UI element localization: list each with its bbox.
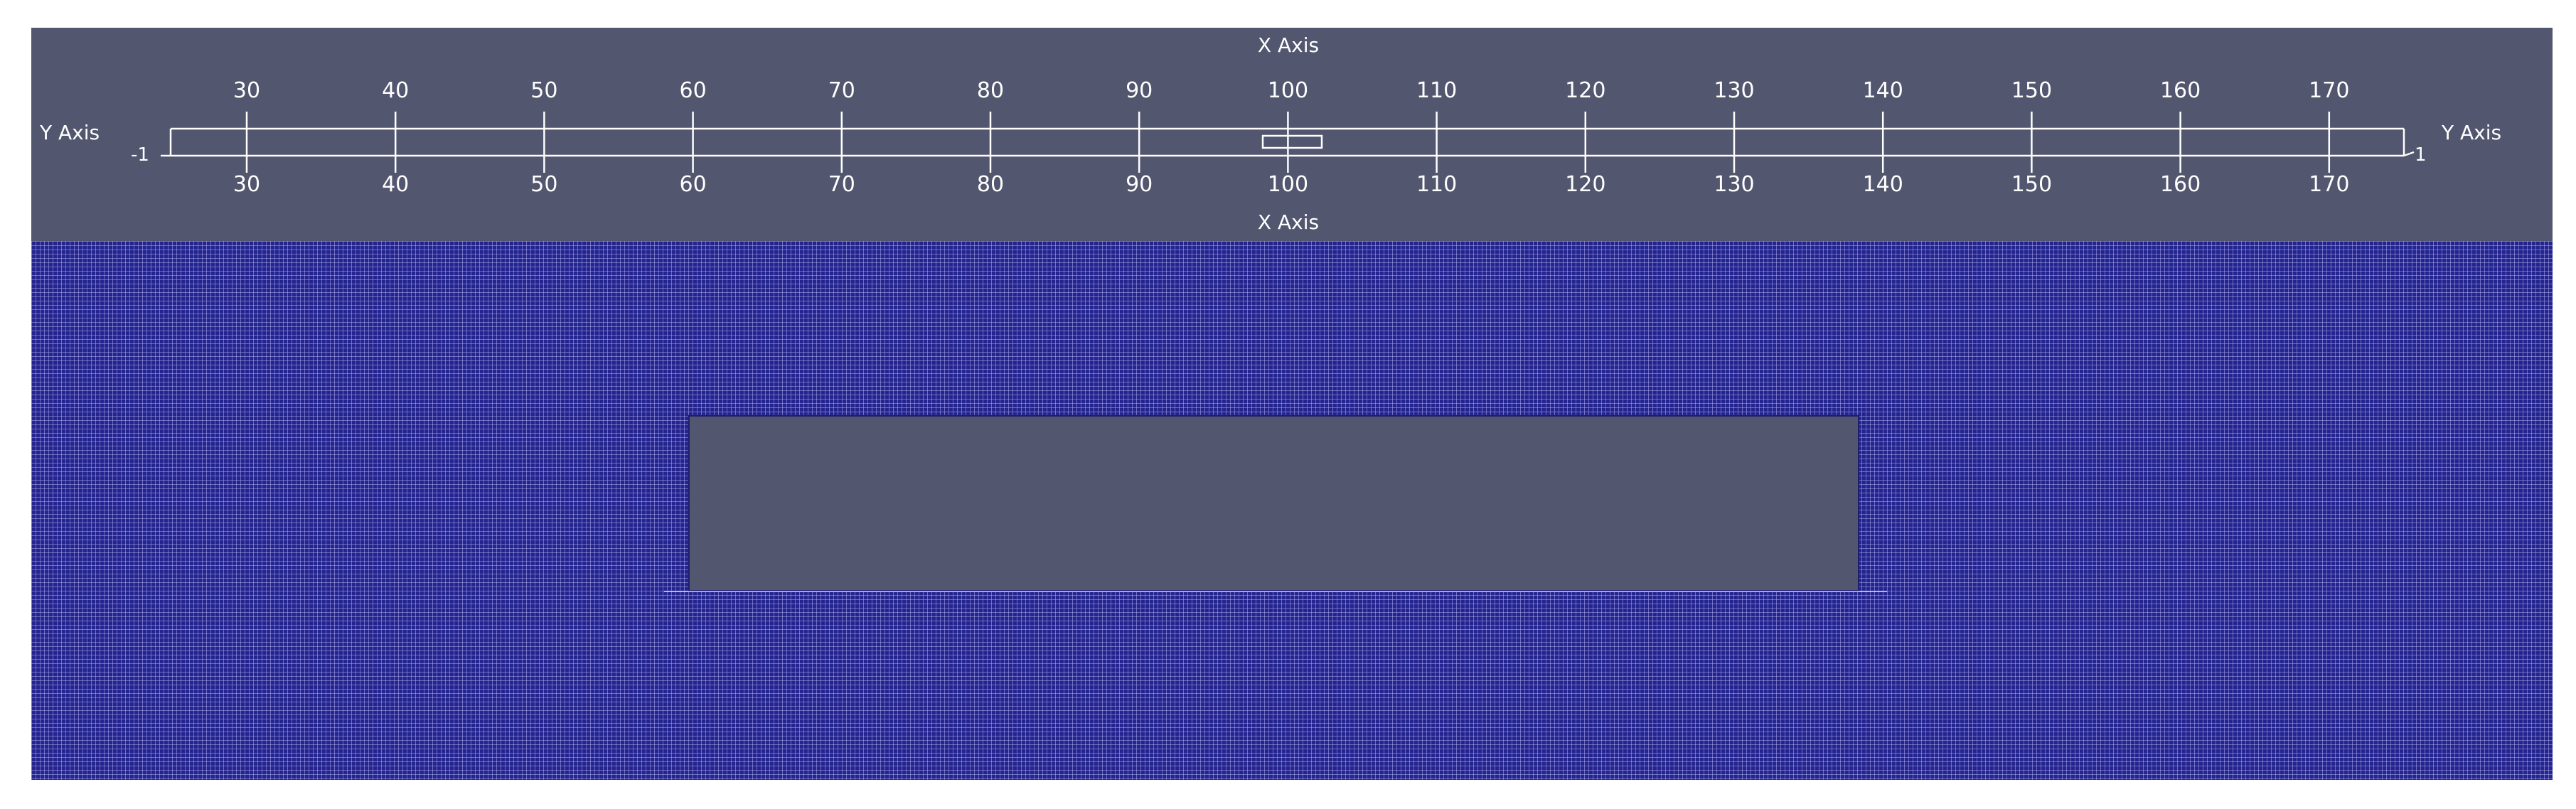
x-axis-tick-label-top: 50 <box>530 78 557 103</box>
x-axis-tick-label-bottom: 90 <box>1126 172 1153 197</box>
y-axis-tick-label-left: -1 <box>131 144 149 166</box>
rectangle-marker-icon[interactable] <box>1261 134 1323 149</box>
x-axis-tick-label-top: 40 <box>382 78 409 103</box>
x-axis-tick-label-bottom: 40 <box>382 172 409 197</box>
x-axis-tick-label-top: 90 <box>1126 78 1153 103</box>
x-axis-tick-label-bottom: 150 <box>2011 172 2052 197</box>
x-axis-tick-label-bottom: 80 <box>977 172 1004 197</box>
mesh-hole-rectangle <box>688 415 1859 591</box>
x-axis-top-tick-labels: 30 40 50 60 70 80 90 100 110 120 130 140 150 160 170 <box>233 78 2350 103</box>
x-axis-tick-label-bottom: 60 <box>680 172 707 197</box>
y-axis-tick-label-right: 1 <box>2415 144 2427 166</box>
axes-panel-background <box>31 28 2553 241</box>
x-axis-tick-label-top: 110 <box>1416 78 1457 103</box>
y-axis-right-tick <box>2403 151 2415 157</box>
x-axis-tick-label-top: 60 <box>680 78 707 103</box>
x-axis-title-bottom: X Axis <box>1258 210 1319 234</box>
x-axis-tick-label-top: 130 <box>1714 78 1754 103</box>
x-axis-tick-label-top: 70 <box>828 78 855 103</box>
x-axis-tick-label-bottom: 130 <box>1714 172 1754 197</box>
x-axis-tick-label-bottom: 70 <box>828 172 855 197</box>
x-axis-tick-label-top: 140 <box>1863 78 1903 103</box>
x-axis-tick-label-top: 30 <box>233 78 260 103</box>
x-axis-tick-label-bottom: 170 <box>2309 172 2349 197</box>
x-axis-tick-label-top: 120 <box>1565 78 1605 103</box>
x-axis-tick-label-bottom: 140 <box>1863 172 1903 197</box>
x-axis-tick-label-bottom: 160 <box>2160 172 2201 197</box>
x-axis-tick-label-top: 100 <box>1268 78 1308 103</box>
x-axis-tick-label-bottom: 110 <box>1416 172 1457 197</box>
y-axis-title-right: Y Axis <box>2441 121 2501 144</box>
x-axis-title-top: X Axis <box>1258 33 1319 57</box>
x-axis-tick-label-bottom: 30 <box>233 172 260 197</box>
x-axis-tick-label-bottom: 50 <box>530 172 557 197</box>
x-axis-bottom-tick-labels: 30 40 50 60 70 80 90 100 110 120 130 140 150 160 170 <box>233 172 2350 197</box>
x-axis-tick-label-top: 80 <box>977 78 1004 103</box>
x-axis-tick-label-top: 160 <box>2160 78 2201 103</box>
x-axis-tick-label-bottom: 120 <box>1565 172 1605 197</box>
x-axis-tick-label-top: 150 <box>2011 78 2052 103</box>
x-axis-ticks <box>245 112 2331 173</box>
x-axis-tick-label-top: 170 <box>2309 78 2349 103</box>
x-axis-tick-label-bottom: 100 <box>1268 172 1308 197</box>
y-axis-title-left: Y Axis <box>39 121 100 144</box>
